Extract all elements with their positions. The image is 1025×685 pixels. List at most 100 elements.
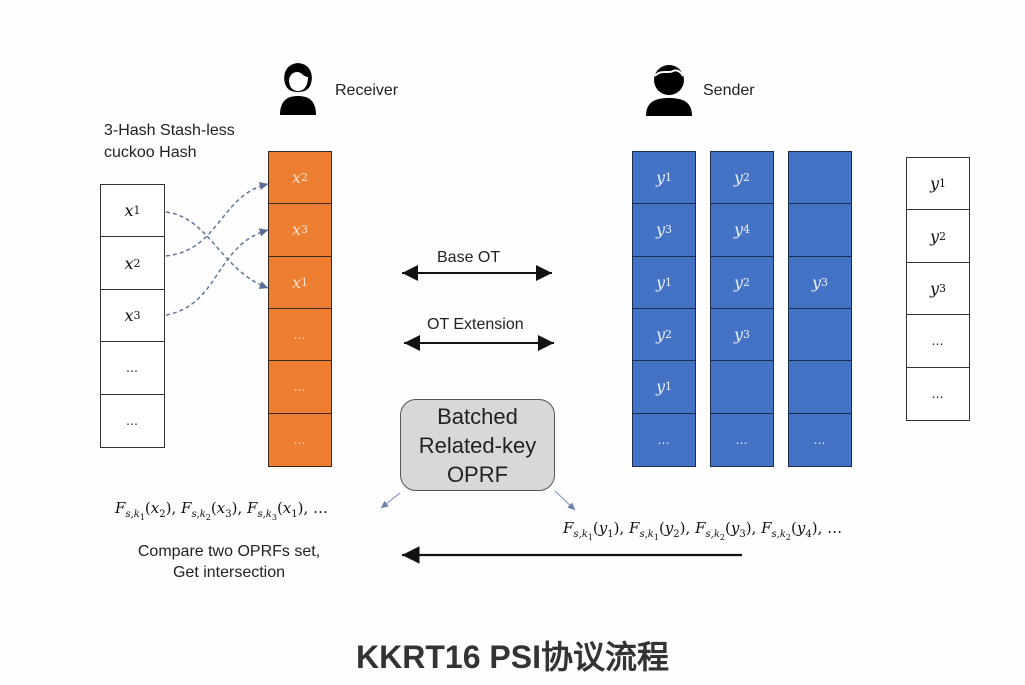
- cell-value: …: [126, 360, 139, 375]
- cell-value: …: [293, 327, 307, 342]
- cell-subscript: 2: [743, 171, 751, 185]
- cell-subscript: 3: [821, 275, 829, 289]
- cell-subscript: 1: [665, 275, 673, 289]
- table-cell: …: [269, 361, 331, 414]
- oprf-term: Fs,k2(x3): [181, 499, 238, 522]
- table-cell: [711, 361, 773, 414]
- cell-value: y: [733, 168, 744, 188]
- hash-caption-line1: 3-Hash Stash-less: [104, 122, 235, 139]
- oprf-ellipsis: …: [313, 499, 329, 517]
- oprf-box-line3: OPRF: [446, 461, 509, 487]
- cell-subscript: 4: [743, 223, 751, 237]
- cell-subscript: 1: [665, 171, 673, 185]
- cell-subscript: 2: [133, 256, 141, 270]
- sender-oprf-outputs: Fs,k1(y1), Fs,k1(y2), Fs,k2(y3), Fs,k2(y…: [563, 519, 843, 542]
- table-cell: …: [711, 414, 773, 466]
- person-male-icon: [646, 65, 692, 116]
- page-title: KKRT16 PSI协议流程: [356, 639, 669, 675]
- cell-subscript: 1: [133, 204, 141, 218]
- cell-subscript: 3: [743, 328, 751, 342]
- receiver-label: Receiver: [335, 82, 399, 99]
- table-cell: …: [269, 414, 331, 466]
- cell-value: y: [655, 168, 666, 188]
- cell-value: y: [929, 226, 940, 246]
- oprf-to-sender-arrow: [554, 490, 576, 511]
- hash-caption: 3-Hash Stash-less cuckoo Hash: [104, 120, 235, 164]
- cell-value: y: [655, 325, 666, 345]
- table-cell: …: [789, 414, 851, 466]
- cell-subscript: 2: [301, 171, 309, 185]
- cell-value: x: [291, 168, 302, 188]
- cell-value: y: [929, 174, 940, 194]
- cell-subscript: 1: [939, 177, 947, 191]
- cell-value: …: [931, 386, 945, 401]
- cell-value: x: [291, 272, 302, 292]
- cell-subscript: 1: [665, 380, 673, 394]
- batched-related-key-oprf-box: Batched Related-key OPRF: [400, 399, 555, 491]
- cell-subscript: 3: [133, 308, 141, 322]
- cell-subscript: 2: [743, 275, 751, 289]
- table-cell: …: [907, 367, 969, 420]
- person-female-icon: [280, 63, 316, 115]
- oprf-term: Fs,k2(y4): [761, 519, 818, 542]
- table-cell: …: [269, 309, 331, 362]
- compare-line1: Compare two OPRFs set,: [137, 543, 321, 560]
- oprf-ellipsis: …: [827, 519, 843, 537]
- ot-extension-label: OT Extension: [427, 316, 524, 333]
- table-cell: [789, 309, 851, 362]
- table-cell: …: [907, 315, 969, 368]
- cell-value: x: [124, 305, 134, 325]
- cell-subscript: 3: [665, 223, 673, 237]
- cell-value: y: [655, 272, 666, 292]
- cell-value: …: [657, 432, 671, 447]
- oprf-box-line1: Batched: [437, 403, 518, 429]
- table-cell: …: [101, 342, 164, 395]
- cell-value: …: [931, 333, 945, 348]
- cell-value: y: [733, 220, 744, 240]
- oprf-to-receiver-arrow: [380, 492, 401, 509]
- cell-value: y: [733, 272, 744, 292]
- compare-text: Compare two OPRFs set, Get intersection: [124, 541, 334, 583]
- cell-subscript: 2: [665, 328, 673, 342]
- cell-value: y: [733, 325, 744, 345]
- cell-subscript: 3: [301, 223, 309, 237]
- cell-value: y: [655, 220, 666, 240]
- oprf-term: Fs,k1(y2): [629, 519, 686, 542]
- receiver-oprf-outputs: Fs,k1(x2), Fs,k2(x3), Fs,k3(x1), …: [115, 499, 329, 522]
- cell-value: …: [293, 432, 307, 447]
- oprf-term: Fs,k2(y3): [695, 519, 752, 542]
- oprf-term: Fs,k1(y1): [563, 519, 620, 542]
- sender-label: Sender: [703, 82, 755, 99]
- cell-value: y: [811, 272, 822, 292]
- oprf-term: Fs,k1(x2): [115, 499, 172, 522]
- hash-caption-line2: cuckoo Hash: [104, 144, 197, 161]
- table-cell: …: [101, 394, 164, 447]
- cell-value: x: [124, 253, 134, 273]
- cell-value: y: [655, 377, 666, 397]
- table-cell: [789, 361, 851, 414]
- table-cell: …: [633, 414, 695, 466]
- cell-subscript: 3: [939, 281, 947, 295]
- cell-value: …: [813, 432, 827, 447]
